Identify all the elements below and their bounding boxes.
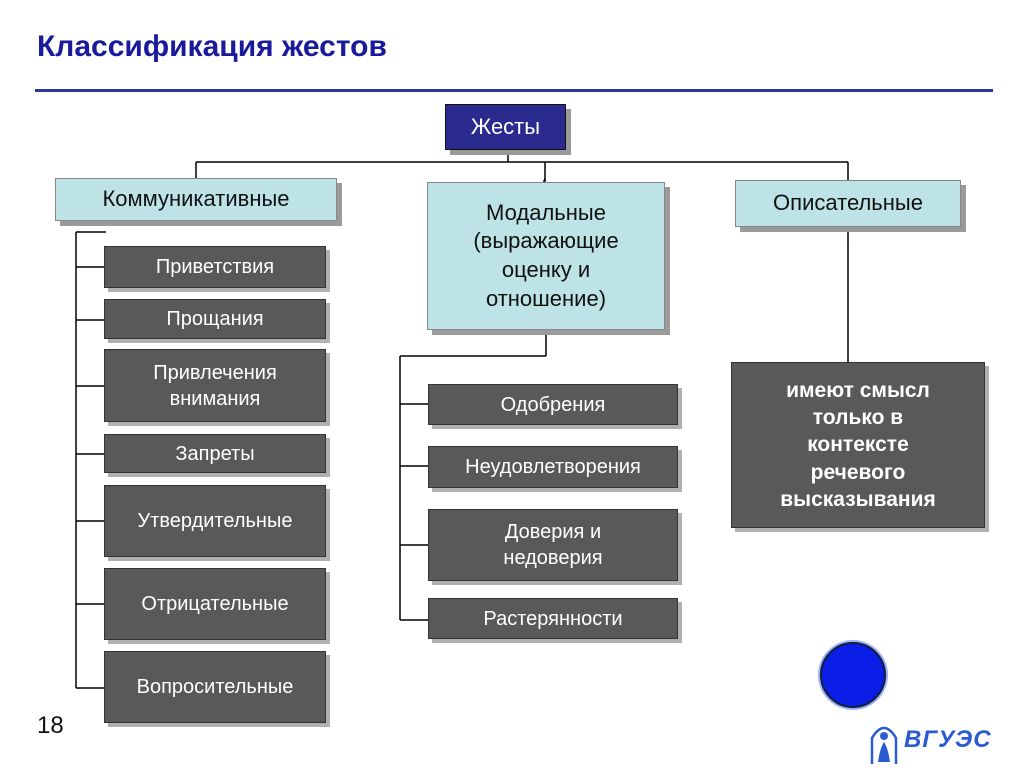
node-confusion: Растерянности [428, 598, 678, 639]
node-modal: Модальные (выражающие оценку и отношение… [427, 182, 665, 330]
node-descriptive-note: имеют смысл только в контексте речевого … [731, 362, 985, 528]
node-interrogative: Вопросительные [104, 651, 326, 723]
node-attention: Привлечения внимания [104, 349, 326, 422]
node-gestures: Жесты [445, 104, 566, 150]
logo-emblem-icon [870, 726, 898, 764]
navigation-circle-button[interactable] [820, 642, 886, 708]
university-logo: ВГУЭС [866, 714, 992, 766]
page-number: 18 [37, 712, 64, 739]
logo-text: ВГУЭС [904, 726, 992, 753]
node-descriptive: Описательные [735, 180, 961, 227]
node-greetings: Приветствия [104, 246, 326, 288]
node-dissatisfaction: Неудовлетворения [428, 446, 678, 488]
title-underline [35, 89, 993, 92]
node-negative: Отрицательные [104, 568, 326, 640]
node-affirmative: Утвердительные [104, 485, 326, 557]
node-farewells: Прощания [104, 299, 326, 339]
page-title: Классификация жестов [37, 30, 387, 63]
node-trust-distrust: Доверия и недоверия [428, 509, 678, 581]
node-communicative: Коммуникативные [55, 178, 337, 221]
node-prohibitions: Запреты [104, 434, 326, 473]
node-approval: Одобрения [428, 384, 678, 425]
